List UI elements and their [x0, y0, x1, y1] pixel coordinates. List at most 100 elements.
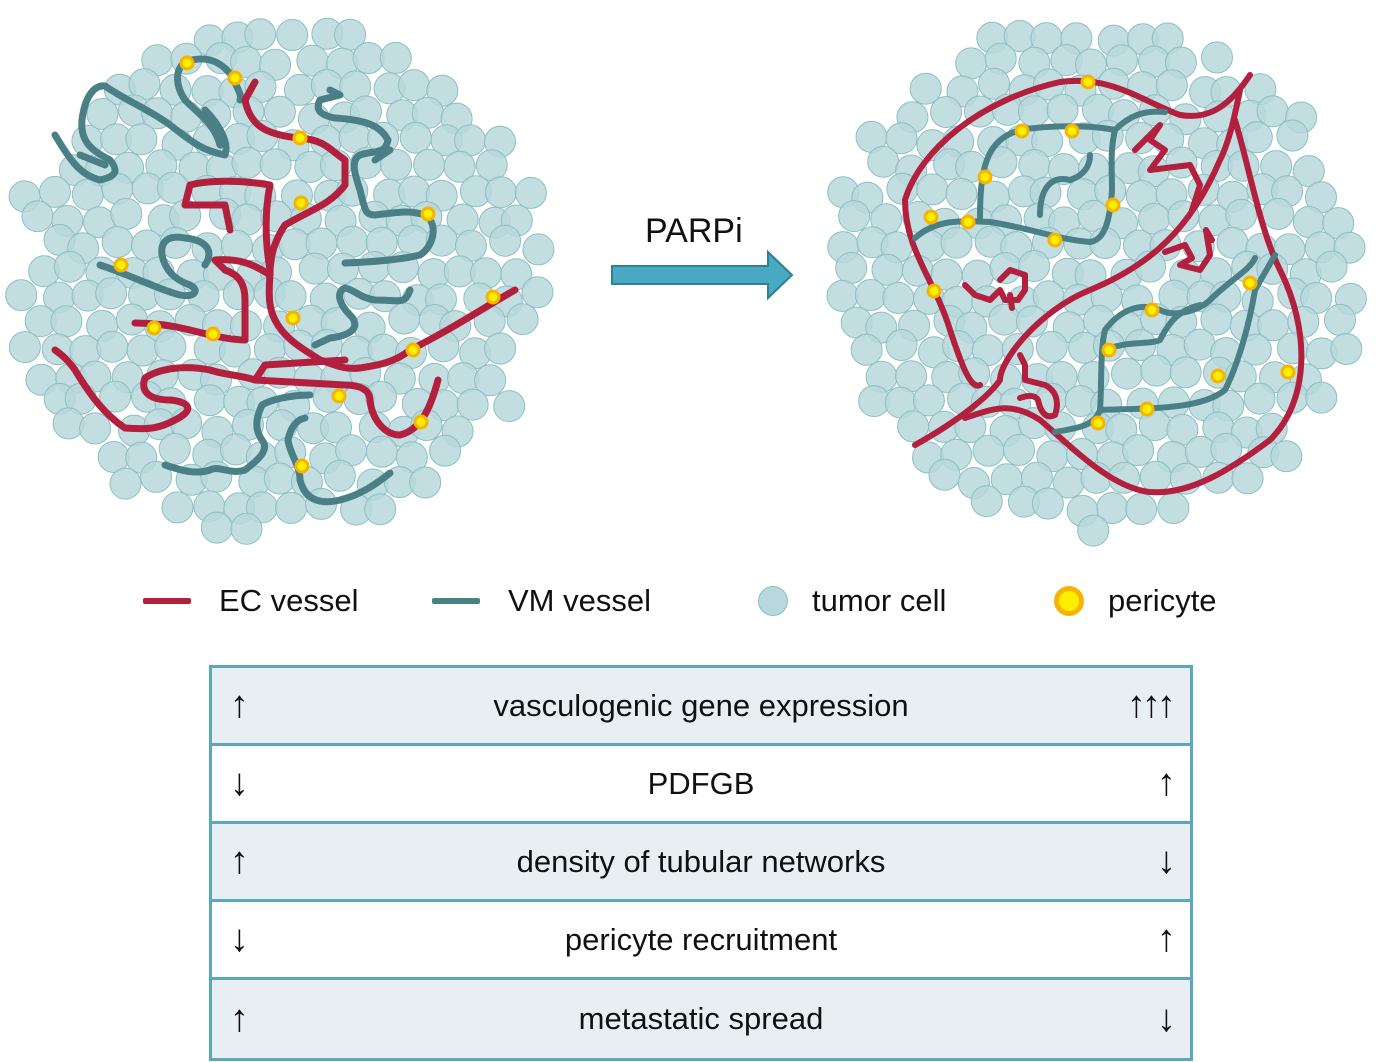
treatment-arrow	[611, 249, 794, 301]
tumor-cell	[1035, 330, 1068, 363]
pericyte-swatch-icon	[1054, 586, 1084, 616]
ec-vessel	[241, 78, 519, 372]
vm-vessel	[311, 284, 414, 349]
tumor-cell	[365, 435, 398, 468]
tumor-cell	[484, 176, 517, 209]
tumor-cell	[850, 333, 883, 366]
tumor-cell	[336, 225, 369, 258]
before-trend-arrow-icon: ↑	[230, 840, 249, 882]
tumor-cell	[1240, 121, 1273, 154]
tumor-cell	[882, 281, 915, 314]
tumor-cell	[940, 226, 973, 259]
tumor-cell	[1292, 155, 1325, 188]
legend-item-vm-vessel: VM vessel	[432, 578, 651, 624]
pericyte	[1014, 123, 1030, 139]
after-trend-arrow-icon: ↑↑↑	[1127, 684, 1176, 726]
tumor-cell	[1305, 381, 1338, 414]
pericyte	[1242, 275, 1258, 291]
ec-vessel	[962, 267, 1028, 311]
row-label: metastatic spread	[578, 1001, 824, 1036]
tumor-cell	[506, 303, 539, 336]
comparison-table: ↑ vasculogenic gene expression ↑↑↑ ↓ PDF…	[209, 665, 1193, 1061]
tumor-cell	[1165, 146, 1198, 179]
tumor-cell	[1270, 440, 1303, 473]
after-trend-arrow-icon: ↑	[1157, 918, 1176, 960]
pericyte	[1064, 123, 1080, 139]
tumor-cell	[1122, 434, 1155, 467]
pericyte	[179, 55, 195, 71]
pericyte	[926, 283, 942, 299]
tumor-cell	[244, 18, 277, 51]
legend-item-tumor-cell: tumor cell	[758, 578, 946, 624]
tumor-cell	[885, 329, 918, 361]
tumor-cell	[912, 384, 945, 417]
tumor-cell	[930, 96, 963, 128]
tumor-cell	[323, 459, 356, 492]
tumor-cell	[86, 98, 119, 130]
pericyte	[485, 289, 501, 305]
tumor-cell	[110, 197, 143, 230]
tumor-cell	[200, 511, 233, 544]
legend: EC vessel VM vessel tumor cell pericyte	[0, 578, 1379, 628]
legend-label: VM vessel	[508, 583, 651, 618]
tumor-cell	[50, 305, 83, 338]
arrow-shape	[611, 249, 794, 301]
row-label: vasculogenic gene expression	[493, 687, 909, 723]
tumor-cell	[835, 251, 868, 284]
tumor-cell	[413, 148, 446, 181]
pericytes-before	[113, 55, 501, 474]
tumor-cell	[1231, 462, 1264, 495]
pericyte	[405, 342, 421, 358]
ec-vessel	[131, 256, 274, 344]
row-label: pericyte recruitment	[564, 921, 838, 957]
pericyte	[420, 206, 436, 222]
tumor-cell	[263, 462, 296, 495]
pericyte	[1144, 302, 1160, 318]
ec-vessel	[181, 177, 274, 274]
ec-vessels-before	[51, 78, 519, 439]
tumor-cell	[154, 330, 187, 363]
row-label: density of tubular networks	[516, 843, 886, 879]
tumor-cell	[916, 173, 949, 206]
tumor-cell	[1330, 333, 1363, 365]
table-row: ↑ density of tubular networks ↓	[212, 824, 1190, 902]
vm-vessel	[314, 86, 437, 267]
legend-label: EC vessel	[219, 583, 359, 618]
after-trend-arrow-icon: ↓	[1157, 840, 1176, 882]
tumor-cell	[970, 485, 1003, 518]
before-trend-arrow-icon: ↑	[230, 684, 249, 726]
legend-label: tumor cell	[812, 583, 947, 618]
tumor-cell	[1315, 250, 1348, 283]
tumor-cell	[474, 364, 507, 397]
tumor-cell	[53, 250, 86, 283]
tumor-cell	[1225, 198, 1258, 231]
tumor-cell	[1324, 303, 1356, 336]
ec-vessel	[962, 117, 1305, 496]
tumor-cell	[275, 491, 308, 524]
tumor-cell	[263, 95, 296, 128]
pericyte	[227, 70, 243, 86]
tumor-cell	[193, 384, 226, 417]
ec-vessel	[51, 346, 259, 433]
tumor-cell	[71, 178, 104, 211]
tumor-cell	[298, 252, 331, 285]
tumor-cell	[8, 331, 41, 364]
treatment-label: PARPi	[645, 212, 743, 250]
tumor-cell	[826, 279, 859, 312]
pericyte	[293, 195, 309, 211]
tumor-vasculature-illustration	[5, 17, 1367, 547]
ec-vessel	[1162, 227, 1215, 273]
tumor-cell	[1155, 69, 1188, 102]
pericyte	[1210, 368, 1226, 384]
tumor-cell	[399, 121, 432, 154]
pericyte	[1080, 74, 1096, 90]
tumor-cell	[96, 330, 129, 363]
pericytes-after	[923, 74, 1296, 431]
tumor-cell	[1017, 95, 1050, 128]
pericyte	[1090, 415, 1106, 431]
tumor-cell	[5, 279, 38, 312]
before-trend-arrow-icon: ↓	[230, 762, 249, 804]
table-row: ↓ PDFGB ↑	[212, 746, 1190, 824]
tumor-cell	[231, 146, 264, 179]
tumor-cell	[1111, 357, 1143, 390]
